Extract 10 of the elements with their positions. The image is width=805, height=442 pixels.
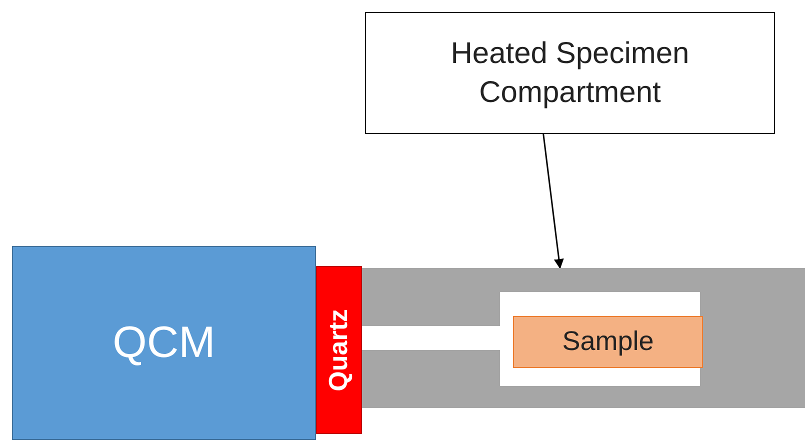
sample-block [513, 316, 703, 368]
qcm-label: QCM [112, 317, 216, 370]
quartz-label: Quartz [322, 308, 354, 392]
callout-text: Heated Specimen Compartment [450, 36, 690, 111]
quartz-crystal [316, 266, 362, 434]
callout-box [365, 12, 775, 134]
qcm-block [12, 246, 316, 440]
sample-label: Sample [562, 325, 654, 358]
leader-arrow [542, 134, 564, 269]
specimen-compartment [362, 268, 805, 408]
